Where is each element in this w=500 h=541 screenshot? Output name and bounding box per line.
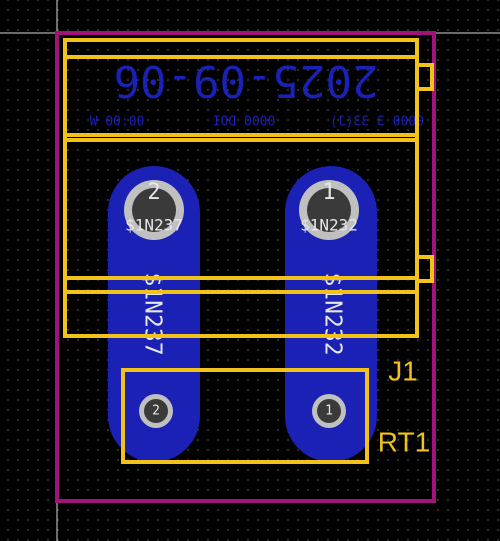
pad-1[interactable]: 1 $1N232 (299, 180, 359, 240)
pad-net-label: $1N237 (125, 216, 183, 235)
copper-track-left[interactable] (108, 166, 200, 462)
reference-rt1[interactable]: RT1 (378, 426, 430, 457)
back-small-text-3: 00:00 W (89, 115, 144, 130)
pad-1-drill-hole (307, 188, 351, 232)
pad-net-label: $1N232 (300, 216, 358, 235)
track-net-label-right: $1N232 (320, 272, 346, 355)
reference-j1[interactable]: J1 (388, 355, 418, 386)
small-pad-1[interactable]: 1 (312, 394, 346, 428)
back-silkscreen-text-group: 2025-09-06 0000 3 33(J) 0000 DOI 00:00 W (89, 55, 424, 130)
back-small-text-2: 0000 DOI (213, 115, 276, 130)
j1-latch-top (415, 63, 434, 91)
back-date-text: 2025-09-06 (114, 55, 379, 106)
pad-number: 2 (147, 180, 160, 205)
pad-2[interactable]: 2 $1N237 (124, 180, 184, 240)
pad-number: 1 (322, 180, 335, 205)
small-pad-2[interactable]: 2 (139, 394, 173, 428)
j1-silkscreen-outline[interactable] (63, 38, 434, 338)
back-small-text-1: 0000 3 33(J) (330, 115, 424, 130)
rt1-silkscreen-outline[interactable] (121, 368, 369, 464)
pad-number: 1 (325, 404, 333, 419)
pad-2-drill-hole (132, 188, 176, 232)
j1-latch-bottom (415, 255, 434, 283)
pad-number: 2 (152, 404, 160, 419)
copper-track-right[interactable] (285, 166, 377, 462)
track-net-label-left: $1N237 (140, 272, 166, 355)
